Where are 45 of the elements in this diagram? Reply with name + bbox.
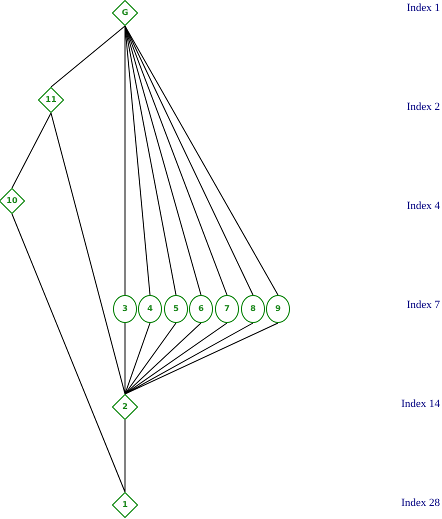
connector-line <box>124 26 202 296</box>
connector-line <box>124 420 126 492</box>
diamond-node <box>112 492 138 518</box>
connector-line <box>50 112 126 394</box>
level-label: Index 7 <box>406 300 440 311</box>
diamond-node <box>38 87 64 113</box>
node-label: G <box>122 9 128 17</box>
node-label: 1 <box>122 501 128 509</box>
node-label: 3 <box>122 305 128 313</box>
node-label: 9 <box>275 305 281 313</box>
node-label: 8 <box>250 305 256 313</box>
diamond-node <box>112 0 138 26</box>
connector-line <box>124 322 278 394</box>
node-label: 7 <box>224 305 230 313</box>
connector-line <box>124 322 150 394</box>
level-label: Index 1 <box>406 3 440 14</box>
level-label: Index 2 <box>406 102 440 113</box>
connector-line <box>124 26 176 296</box>
circle-node <box>164 295 188 323</box>
connector-line <box>124 26 278 296</box>
node-label: 10 <box>6 197 18 205</box>
circle-node <box>241 295 265 323</box>
circle-node <box>215 295 239 323</box>
node-label: 11 <box>45 96 57 104</box>
node-label: 5 <box>173 305 179 313</box>
circle-node <box>266 295 290 323</box>
circle-node <box>189 295 213 323</box>
diamond-node <box>112 394 138 420</box>
node-label: 2 <box>122 403 128 411</box>
connector-line <box>124 322 254 394</box>
connector-line <box>50 26 126 88</box>
level-label: Index 14 <box>401 399 440 410</box>
circle-node <box>138 295 162 323</box>
node-label: 4 <box>147 305 153 313</box>
connector-line <box>12 214 126 492</box>
node-label: 6 <box>198 305 204 313</box>
connector-line <box>124 322 202 394</box>
diamond-node <box>0 188 25 214</box>
level-label: Index 4 <box>406 201 440 212</box>
circle-node <box>113 295 137 323</box>
level-label: Index 28 <box>401 498 440 509</box>
connector-line <box>12 112 52 188</box>
connector-line <box>124 322 126 394</box>
connector-line <box>124 322 176 394</box>
connector-line <box>124 26 228 296</box>
